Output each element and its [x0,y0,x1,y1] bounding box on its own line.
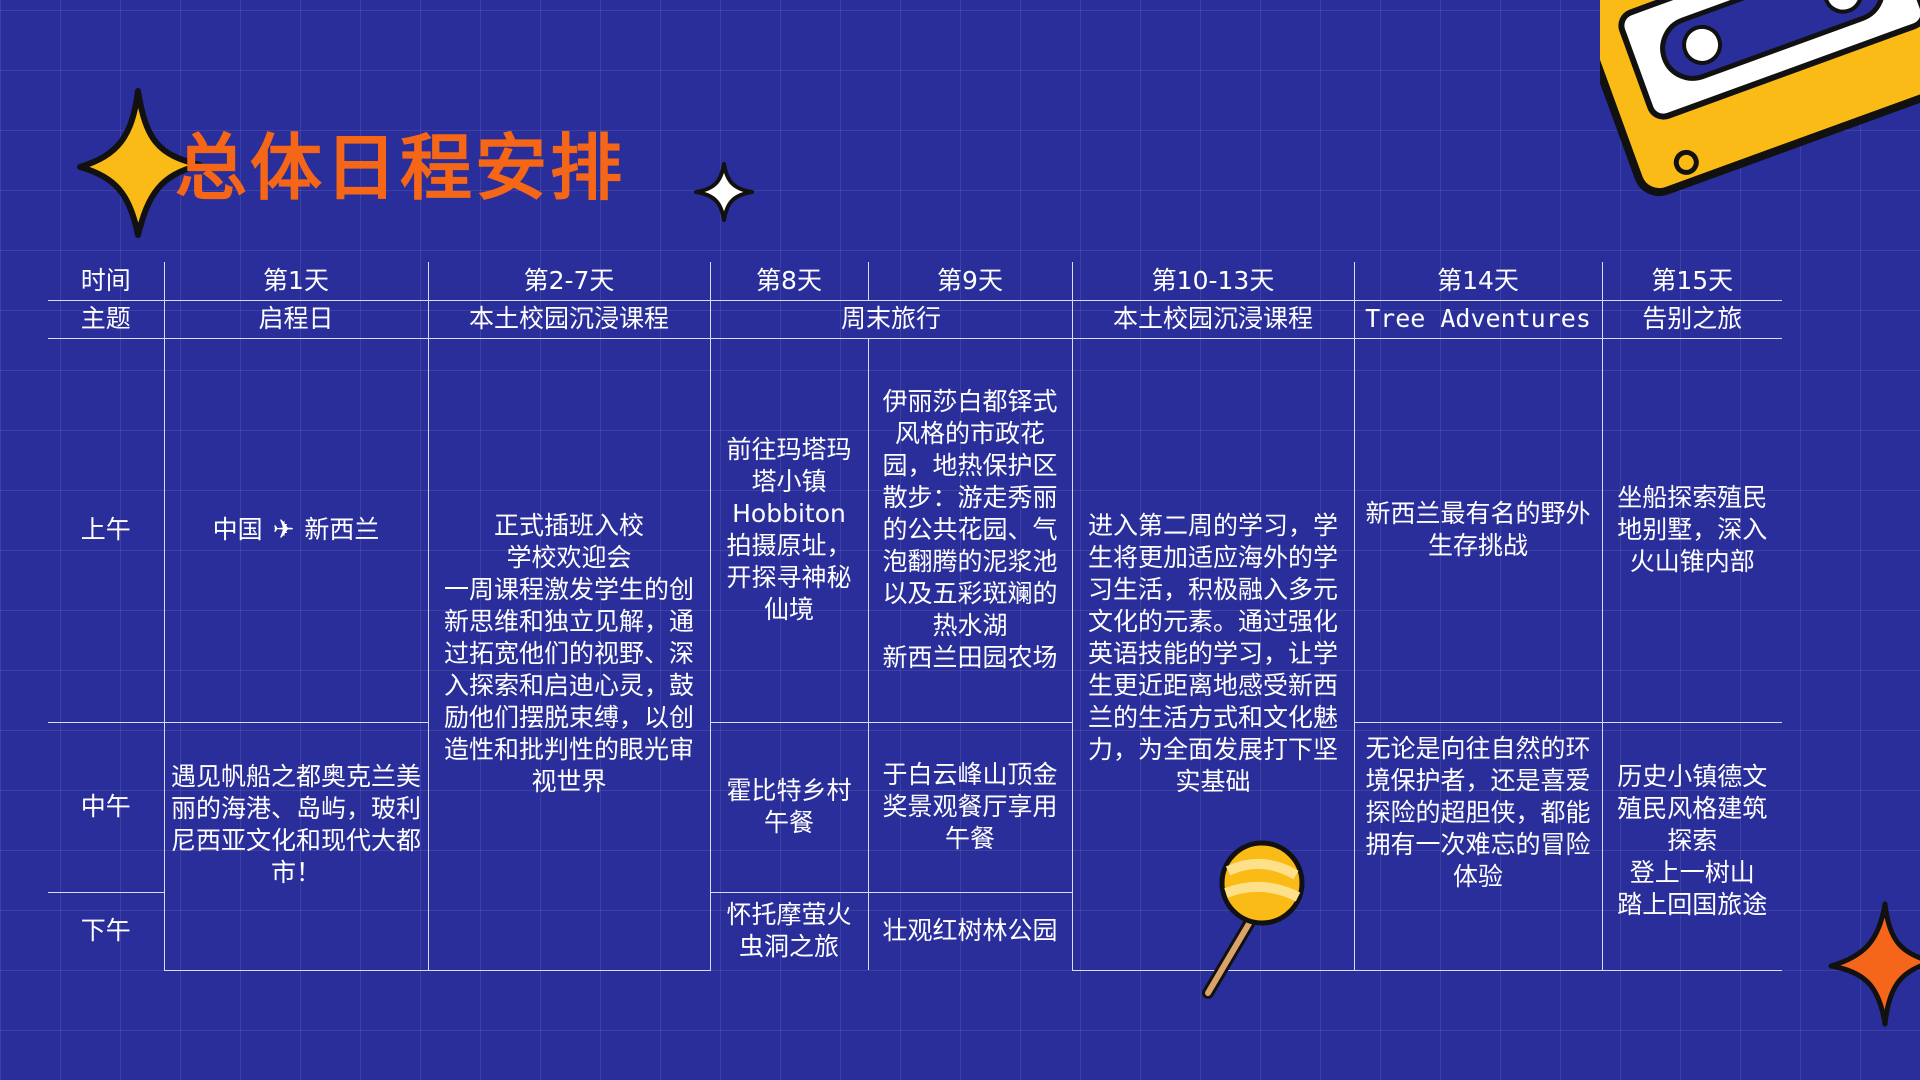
page-title: 总体日程安排 [175,126,626,210]
cassette-tape-icon [1600,0,1920,197]
noon-row: 中午 遇见帆船之都奥克兰美丽的海港、岛屿，玻利尼西亚文化和现代大都市！ 霍比特乡… [48,721,1782,971]
day-1-header: 第1天 [163,262,429,301]
day-15-header: 第15天 [1601,262,1782,301]
afternoon-row: 下午 怀托摩萤火虫洞之旅 壮观红树林公园 [48,891,1782,970]
morning-label: 上午 [48,337,165,723]
four-point-star-icon [77,88,203,238]
theme-label: 主题 [48,299,165,339]
day-15-theme: 告别之旅 [1601,299,1782,339]
morning-row: 上午 中国 ✈ 新西兰 正式插班入校 学校欢迎会 一周课程激发学生的创新思维和独立见… [48,337,1782,971]
day-1-theme: 启程日 [163,299,429,339]
day-14-rest-cell: 无论是向往自然的环境保护者，还是喜爱探险的超胆侠，都能拥有一次难忘的冒险体验 [1353,721,1603,971]
theme-row: 主题 启程日 本土校园沉浸课程 周末旅行 本土校园沉浸课程 Tree Adven… [48,299,1782,339]
day-15-rest-cell: 历史小镇德文殖民风格建筑探索 登上一树山 踏上回国旅途 [1601,721,1782,971]
day-2-7-header: 第2-7天 [427,262,711,301]
day-9-morning-cell: 伊丽莎白都铎式风格的市政花园，地热保护区散步：游走秀丽的公共花园、气泡翻腾的泥浆… [867,337,1073,723]
time-label: 时间 [48,262,165,301]
departure-city: 中国 [212,515,263,544]
day-8-noon-cell: 霍比特乡村午餐 [709,721,869,893]
day-14-theme: Tree Adventures [1353,299,1603,339]
day-9-noon-cell: 于白云峰山顶金奖景观餐厅享用午餐 [867,721,1073,893]
day-1-morning-cell: 中国 ✈ 新西兰 [163,337,429,723]
plane-icon: ✈ [272,515,295,545]
day-10-13-cell: 进入第二周的学习，学生将更加适应海外的学习生活，积极融入多元文化的元素。通过强化… [1071,337,1355,971]
orange-star-icon [1828,901,1920,1027]
day-header-row: 时间 第1天 第2-7天 第8天 第9天 第10-13天 第14天 第15天 [48,262,1782,301]
day-14-morning-cell: 新西兰最有名的野外生存挑战 [1353,337,1603,723]
noon-label: 中午 [48,721,165,893]
day-2-7-theme: 本土校园沉浸课程 [427,299,711,339]
schedule-table: 时间 第1天 第2-7天 第8天 第9天 第10-13天 第14天 第15天 主… [48,262,1782,971]
day-9-header: 第9天 [867,262,1073,301]
afternoon-label: 下午 [48,891,165,970]
day-9-afternoon-cell: 壮观红树林公园 [867,891,1072,970]
sparkle-icon [694,162,754,222]
day-10-13-header: 第10-13天 [1071,262,1355,301]
day-10-13-theme: 本土校园沉浸课程 [1071,299,1355,339]
day-1-rest-cell: 遇见帆船之都奥克兰美丽的海港、岛屿，玻利尼西亚文化和现代大都市！ [163,721,429,971]
day-15-morning-cell: 坐船探索殖民地别墅，深入火山锥内部 [1601,337,1782,723]
day-8-9-theme: 周末旅行 [709,299,1073,339]
day-8-morning-cell: 前往玛塔玛塔小镇 Hobbiton 拍摄原址，开探寻神秘仙境 [709,337,869,723]
arrival-country: 新西兰 [304,515,380,544]
lollipop-icon [1202,840,1305,999]
day-2-7-cell: 正式插班入校 学校欢迎会 一周课程激发学生的创新思维和独立见解，通过拓宽他们的视… [427,337,711,971]
day-8-afternoon-cell: 怀托摩萤火虫洞之旅 [709,891,869,970]
day-14-header: 第14天 [1353,262,1603,301]
day-8-header: 第8天 [709,262,869,301]
